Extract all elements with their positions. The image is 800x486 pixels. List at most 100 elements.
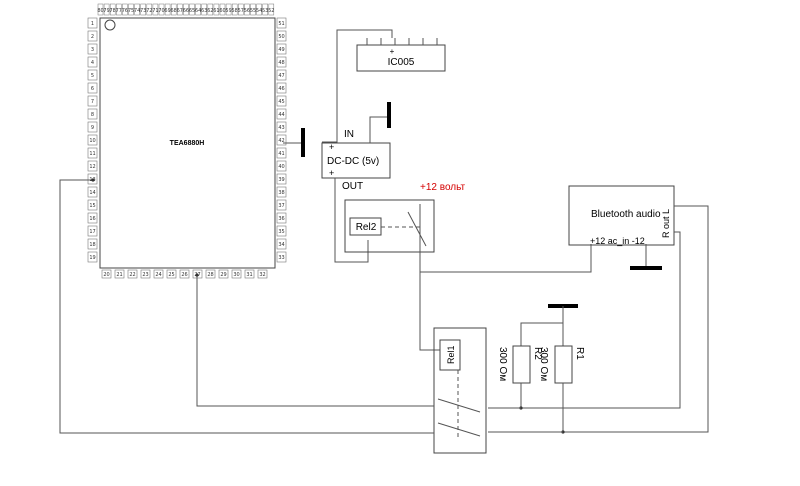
ic-pin-label: 19 — [89, 255, 95, 261]
ic-pin-box — [122, 3, 128, 16]
ic-pin-label: 33 — [278, 255, 284, 261]
ic-left-pins: 12345678910111213141516171819 — [87, 17, 98, 263]
ic-pin-label: 6 — [91, 86, 94, 92]
wire-bt-rout — [488, 205, 709, 433]
ic-pin-label: 8 — [91, 112, 94, 118]
ic-pin-box — [219, 3, 226, 16]
relay-rel2: Rel2 — [344, 199, 435, 255]
ic-pin-box — [87, 199, 98, 211]
ic-pin-box — [205, 269, 216, 279]
ic-pin-label: 57 — [238, 8, 244, 14]
ic-pin-box — [276, 30, 287, 42]
ic-pin-box — [87, 238, 98, 250]
ic-pin-box — [87, 251, 98, 263]
ic-pin-box — [231, 269, 242, 279]
ic-pin-box — [179, 269, 190, 279]
ic-pin-label: 70 — [158, 8, 164, 14]
ic-pin-label: 61 — [213, 8, 219, 14]
ic-pin-box — [250, 3, 256, 16]
ic-pin-label: 40 — [278, 164, 284, 170]
ic-pin-box — [101, 269, 112, 279]
ic-pin-label: 41 — [278, 151, 284, 157]
ic-pin-label: 21 — [116, 272, 122, 278]
ic-pin-label: 56 — [244, 8, 250, 14]
dcdc-out-label: OUT — [342, 181, 363, 192]
ic-pin-label: 72 — [146, 8, 152, 14]
r1-value: 300 Ом — [538, 347, 549, 381]
ic-pin-box — [231, 3, 238, 16]
ic-pin-box — [87, 43, 98, 55]
ic-pin-box — [276, 147, 287, 159]
junction-pin13 — [91, 178, 95, 182]
wire-12v-bluetooth — [419, 244, 592, 273]
ic-pin-box — [276, 121, 287, 133]
wire-ic-pin13-rel1 — [59, 179, 434, 434]
ic005: + IC005 — [356, 38, 446, 72]
ic-tea6880h-body — [99, 17, 276, 269]
ic-pin-box — [140, 269, 151, 279]
ic-pin-box — [153, 269, 164, 279]
rel2-label: Rel2 — [356, 222, 377, 233]
ic005-label: IC005 — [388, 57, 415, 68]
ic-pin-box — [87, 95, 98, 107]
wire-dcdc-ground — [369, 116, 389, 143]
ic-pin-label: 52 — [268, 8, 274, 14]
ic-pin-label: 22 — [129, 272, 135, 278]
ic-pin-label: 11 — [89, 151, 95, 157]
wire-ic-bottom-rel1 — [196, 275, 434, 407]
ic-pin-box — [213, 3, 220, 16]
ic-pin-box — [87, 134, 98, 146]
r1-body — [554, 345, 573, 384]
ic-pin-label: 68 — [171, 8, 177, 14]
ic-pin-label: 14 — [89, 190, 95, 196]
bluetooth-rout: R out L — [661, 209, 671, 238]
rel2-switch — [407, 211, 427, 247]
ic-pin-label: 42 — [278, 138, 284, 144]
ic-pin-box — [87, 108, 98, 120]
ic-pin-label: 77 — [116, 8, 122, 14]
ic-pin-label: 53 — [262, 8, 268, 14]
ic-pin-label: 34 — [278, 242, 284, 248]
ic-pin-box — [276, 186, 287, 198]
ic-pin-label: 12 — [89, 164, 95, 170]
bluetooth-label: Bluetooth audio — [591, 209, 661, 220]
ic-pin-box — [140, 3, 146, 16]
ic-pin-box — [201, 3, 207, 16]
ic-pin-box — [257, 269, 268, 279]
ic-pin-label: 59 — [225, 8, 231, 14]
ic-pin-box — [87, 160, 98, 172]
ic-pin-box — [87, 82, 98, 94]
rel1-coil — [439, 339, 461, 371]
ic-pin-label: 28 — [207, 272, 213, 278]
ic-pin-box — [276, 212, 287, 224]
ic-pin-label: 62 — [207, 8, 213, 14]
ic-pin-box — [276, 199, 287, 211]
ic-pin-label: 32 — [259, 272, 265, 278]
ic-pin-label: 2 — [91, 34, 94, 40]
ic-pin-box — [116, 3, 122, 16]
bluetooth-pins: +12 ac_in -12 — [590, 236, 645, 246]
ic-pin-label: 25 — [168, 272, 174, 278]
ic-pin-box — [166, 269, 177, 279]
ic-pin-label: 67 — [177, 8, 183, 14]
dcdc-in-label: IN — [344, 129, 354, 140]
ic-pin-box — [276, 173, 287, 185]
ic-pin-box — [276, 17, 287, 29]
wire-bt-lout — [488, 231, 681, 409]
ic-pin-box — [189, 3, 195, 16]
ic-pin-label: 65 — [189, 8, 195, 14]
ic-pin-box — [87, 212, 98, 224]
ic-pin-box — [87, 56, 98, 68]
ic-pin-label: 16 — [89, 216, 95, 222]
wire-rel1-coil — [419, 272, 440, 351]
ic-pin-label: 46 — [278, 86, 284, 92]
ic-pin-label: 71 — [152, 8, 158, 14]
ic-pin-label: 45 — [278, 99, 284, 105]
r1-name: R1 — [574, 347, 585, 360]
ic-pin-label: 50 — [278, 34, 284, 40]
ic-pin-box — [262, 3, 268, 16]
ic-pin-box — [276, 56, 287, 68]
ic-pin-label: 78 — [110, 8, 116, 14]
